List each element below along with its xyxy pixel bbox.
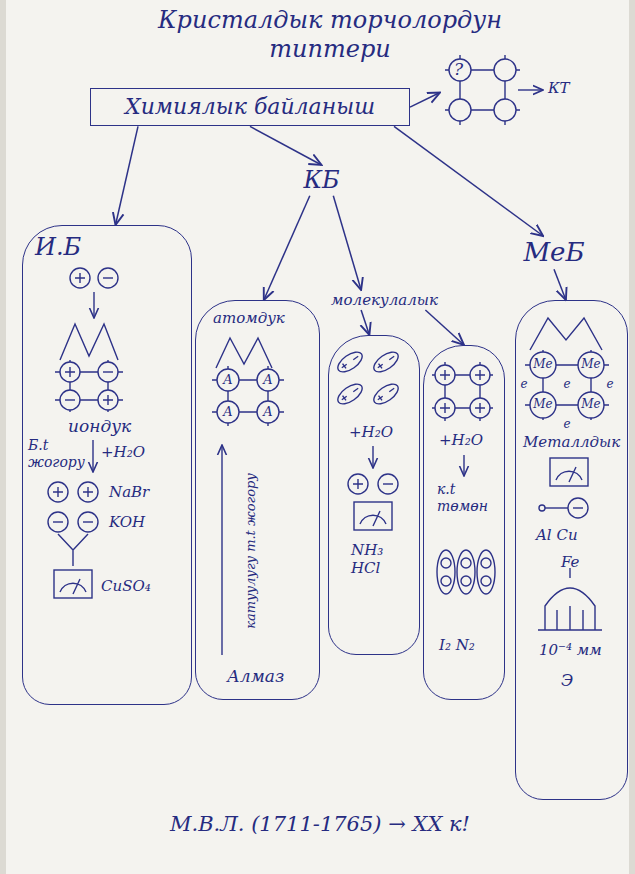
lattice-site-symbol: Me bbox=[533, 398, 552, 411]
branch-arrow bbox=[116, 126, 139, 225]
handwritten-note: Al Cu bbox=[536, 526, 578, 544]
handwritten-note: Химиялык байланыш bbox=[105, 94, 395, 120]
branch-arrow bbox=[250, 126, 322, 165]
handwritten-note: NaBr bbox=[109, 483, 149, 501]
handwritten-note: атомдук bbox=[213, 309, 285, 327]
branch-arrow bbox=[394, 126, 543, 236]
lattice-site-symbol: А bbox=[263, 373, 273, 387]
branch-arrow bbox=[333, 196, 361, 290]
ionic-region: И.Б иондукБ.t жогору +H₂O NaBrKOH CuSO₄ bbox=[22, 225, 192, 705]
branch-label: МеБ bbox=[518, 236, 590, 269]
handwritten-note: И.Б bbox=[35, 233, 81, 262]
handwritten-note: KOH bbox=[109, 513, 145, 531]
handwritten-note: Fe bbox=[561, 553, 579, 571]
handwritten-note: +H₂O bbox=[439, 431, 483, 449]
handwritten-note: катуулугу т.t жогору bbox=[243, 473, 259, 629]
branch-arrow bbox=[554, 269, 566, 300]
lattice-site-symbol: e bbox=[606, 378, 613, 391]
nonpolar-region: +H₂O к.t төмөн I₂ N₂ bbox=[423, 345, 505, 700]
handwritten-note: Э bbox=[561, 671, 573, 690]
metallic-region: Металлдык Al Cu Fe 10⁻⁴ мм Э bbox=[515, 300, 628, 800]
handwritten-note: молекулалык bbox=[330, 291, 439, 309]
branch-arrow bbox=[361, 310, 369, 335]
polar-region: +H₂O NH₃ HCl bbox=[328, 335, 420, 655]
branch-label: молекулалык bbox=[326, 290, 443, 310]
lattice-site-symbol: Me bbox=[533, 358, 552, 371]
lattice-site-symbol: А bbox=[223, 373, 233, 387]
branch-arrow bbox=[425, 310, 464, 345]
handwritten-note: МеБ bbox=[522, 237, 586, 268]
lattice-site-symbol: e bbox=[563, 378, 570, 391]
page-title: Кристалдык торчолордун типтери bbox=[150, 6, 510, 64]
handwritten-note: к.t төмөн bbox=[437, 481, 499, 515]
caption-note: М.В.Л. (1711-1765) → XX к! bbox=[90, 812, 550, 836]
concept-box: Химиялык байланыш bbox=[90, 88, 410, 126]
handwritten-note: Б.t жогору bbox=[28, 437, 90, 471]
lattice-site-symbol: А bbox=[263, 405, 273, 419]
branch-arrow bbox=[264, 196, 310, 300]
lattice-site-symbol: Me bbox=[581, 358, 600, 371]
lattice-site-symbol: e bbox=[520, 378, 527, 391]
handwritten-note: 10⁻⁴ мм bbox=[539, 641, 602, 659]
handwritten-note: КБ bbox=[302, 166, 341, 195]
handwritten-note: ? bbox=[454, 59, 463, 79]
lattice-label: КТ bbox=[548, 80, 570, 97]
handwritten-note: +H₂O bbox=[101, 443, 145, 461]
handwritten-note: Металлдык bbox=[523, 433, 620, 451]
handwritten-note: I₂ N₂ bbox=[439, 636, 475, 654]
handwritten-note: CuSO₄ bbox=[101, 577, 151, 595]
lattice-site-symbol: e bbox=[563, 418, 570, 431]
handwritten-note: Алмаз bbox=[227, 666, 284, 686]
handwritten-note: иондук bbox=[68, 416, 131, 436]
handwritten-note: +H₂O bbox=[349, 423, 393, 441]
lattice-site-symbol: А bbox=[223, 405, 233, 419]
handwritten-note: NH₃ HCl bbox=[351, 541, 403, 577]
atomic-region: атомдук катуулугу т.t жогоруАлмаз bbox=[195, 300, 320, 700]
lattice-sketch: ? bbox=[440, 50, 535, 135]
branch-arrow bbox=[410, 93, 440, 108]
lattice-site-symbol: Me bbox=[581, 398, 600, 411]
branch-label: КБ bbox=[298, 165, 345, 196]
